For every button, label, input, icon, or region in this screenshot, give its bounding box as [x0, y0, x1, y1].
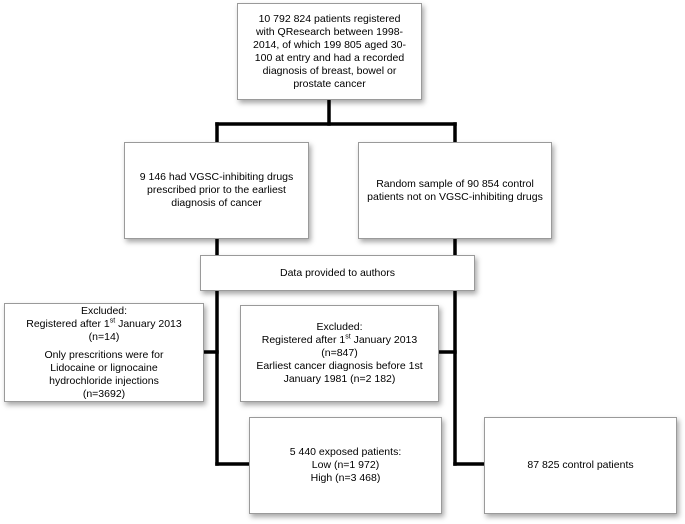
excluded-center-registered: Registered after 1st January 2013 (n=847…	[261, 333, 418, 360]
excluded-center-box: Excluded: Registered after 1st January 2…	[240, 305, 439, 402]
vgsc-exposed-box: 9 146 had VGSC-inhibiting drugs prescrib…	[124, 142, 309, 239]
control-patients-text: 87 825 control patients	[527, 459, 634, 471]
registered-patients-text: 10 792 824 patients registered with QRes…	[253, 12, 406, 90]
control-sample-text: Random sample of 90 854 control patients…	[367, 177, 543, 203]
vgsc-exposed-text: 9 146 had VGSC-inhibiting drugs prescrib…	[139, 171, 294, 209]
data-provided-text: Data provided to authors	[280, 266, 395, 279]
exposed-patients-title: 5 440 exposed patients:	[289, 446, 402, 458]
excluded-left-title: Excluded:	[80, 304, 128, 317]
excluded-center-title: Excluded:	[316, 321, 363, 333]
excluded-left-lidocaine: Only prescritions were for Lidocaine or …	[44, 348, 164, 400]
exposed-low: Low (n=1 972)	[311, 459, 380, 471]
exposed-patients-box: 5 440 exposed patients: Low (n=1 972) Hi…	[249, 417, 442, 514]
excluded-center-earliest-diagnosis: Earliest cancer diagnosis before 1st Jan…	[256, 360, 423, 385]
control-patients-box: 87 825 control patients	[484, 417, 677, 514]
control-sample-box: Random sample of 90 854 control patients…	[358, 142, 552, 239]
excluded-left-box: Excluded: Registered after 1st January 2…	[4, 303, 204, 402]
exposed-high: High (n=3 468)	[310, 472, 381, 484]
data-provided-box: Data provided to authors	[200, 255, 475, 291]
excluded-left-registered: Registered after 1st January 2013 (n=14)	[26, 317, 182, 343]
registered-patients-box: 10 792 824 patients registered with QRes…	[237, 3, 422, 100]
